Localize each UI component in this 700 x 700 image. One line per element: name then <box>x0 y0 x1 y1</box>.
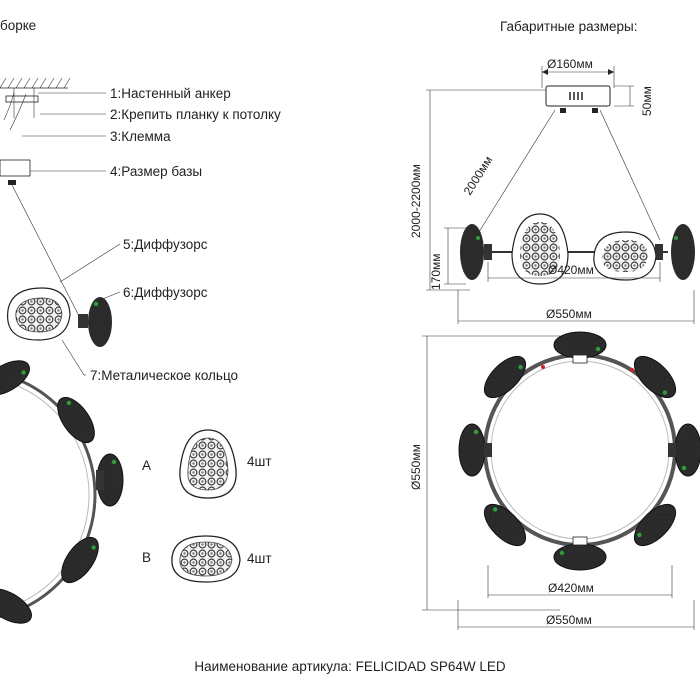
ceiling <box>0 77 71 131</box>
dimensions-title: Габаритные размеры: <box>500 19 637 34</box>
dim-ring-diameter-top: Ø420мм <box>548 581 594 595</box>
part-a-quantity: 4шт <box>247 454 272 469</box>
diffuser-detail <box>6 287 112 347</box>
dim-total-diameter-side: Ø550мм <box>546 307 592 321</box>
top-view <box>422 331 700 630</box>
part-a-letter: A <box>142 458 151 473</box>
callout-7: 7:Металическое кольцо <box>90 368 238 383</box>
callout-2: 2:Крепить планку к потолку <box>110 107 281 122</box>
dim-diffuser-height: 170мм <box>429 253 443 290</box>
dim-cable-length: 2000мм <box>461 154 496 198</box>
side-view <box>426 66 695 324</box>
callout-leaders <box>22 92 121 376</box>
part-a: A 4шт <box>142 429 272 499</box>
dim-base-diameter: Ø160мм <box>547 57 593 71</box>
dim-base-height: 50мм <box>640 86 654 116</box>
callout-1: 1:Настенный анкер <box>110 86 231 101</box>
canopy-base <box>0 159 81 319</box>
dim-total-diameter-top: Ø550мм <box>546 613 592 627</box>
assembly-ring <box>0 353 124 631</box>
callout-4: 4:Размер базы <box>110 164 202 179</box>
dim-total-height: 2000-2200мм <box>409 164 423 238</box>
callout-5: 5:Диффузорс <box>123 237 208 252</box>
part-b-quantity: 4шт <box>247 551 272 566</box>
article-name: Наименование артикула: FELICIDAD SP64W L… <box>194 659 505 674</box>
part-b-letter: B <box>142 550 151 565</box>
assembly-title: боркe <box>0 18 36 33</box>
callout-3: 3:Клемма <box>110 129 171 144</box>
part-b: B 4шт <box>142 535 272 583</box>
dim-top-view-height: Ø550мм <box>409 444 423 490</box>
dim-ring-diameter-side: Ø420мм <box>548 263 594 277</box>
callout-6: 6:Диффузорс <box>123 285 208 300</box>
